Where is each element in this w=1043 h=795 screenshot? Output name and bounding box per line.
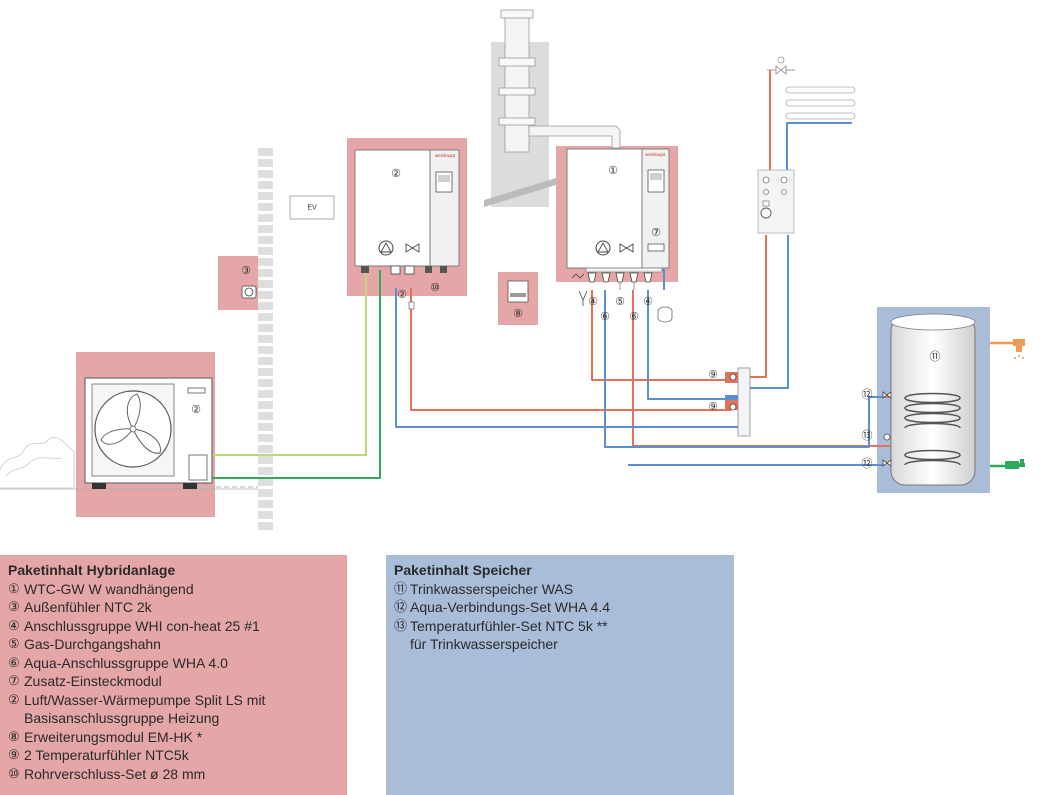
- callout-12-bottom: ⑫: [862, 457, 873, 470]
- legend-item-number: ⑧: [8, 728, 20, 744]
- legend-item-text: Anschlussgruppe WHI con-heat 25 #1: [24, 617, 260, 634]
- garden-shrub: [0, 436, 75, 489]
- callout-4-right: ④: [643, 296, 653, 308]
- pipes-lime: [207, 270, 367, 456]
- radiator: [767, 56, 856, 120]
- legend-hybrid-item: ⑨ 2 Temperaturfühler NTC5k: [8, 746, 339, 765]
- legend-item-number: ①: [8, 580, 20, 596]
- outdoor-heat-pump: [84, 377, 213, 489]
- boiler-brand-label: weishaupt: [645, 152, 666, 157]
- legend-item-number: ⑬: [394, 617, 408, 633]
- callout-6-right: ⑥: [629, 311, 639, 323]
- ev-label: EV: [307, 205, 317, 212]
- legend-item-number: ③: [8, 599, 20, 614]
- legend-item-number: ⑥: [8, 654, 20, 670]
- callout-12-top: ⑫: [862, 388, 873, 401]
- house-wall: [258, 148, 273, 530]
- ev-box: [289, 195, 335, 220]
- legend-item-text: für Trinkwasserspeicher: [410, 636, 558, 652]
- legend-item-text: Zusatz-Einsteckmodul: [24, 673, 162, 689]
- legend-item-number: ⑪: [394, 580, 408, 596]
- callout-1: ①: [608, 165, 618, 177]
- legend-item-text: Luft/Wasser-Wärmepumpe Split LS mit: [24, 691, 266, 708]
- indoor-unit: [354, 149, 460, 310]
- legend-item-number: ⑫: [394, 599, 408, 614]
- legend-item-text: Temperaturfühler-Set NTC 5k **: [410, 617, 608, 634]
- legend-storage-title: Paketinhalt Speicher: [394, 562, 532, 578]
- legend-item-text: 2 Temperaturfühler NTC5k: [24, 747, 189, 763]
- hybrid-system-diagram: weishaupt weishaupt EV: [0, 9, 1025, 530]
- legend-item-number: ⑦: [8, 673, 20, 688]
- callout-8: ⑧: [513, 308, 523, 320]
- legend-hybrid-item: ⑦ Zusatz-Einsteckmodul: [8, 672, 339, 691]
- callout-6-left: ⑥: [600, 311, 610, 323]
- legend-item-text: Gas-Durchgangshahn: [24, 636, 161, 652]
- gas-boiler: [566, 148, 670, 279]
- legend-item-number: ②: [8, 691, 20, 707]
- hydraulic-separator: [725, 367, 751, 437]
- legend-item-text: Aqua-Verbindungs-Set WHA 4.4: [410, 599, 611, 615]
- callout-2-indoor: ②: [391, 168, 401, 180]
- legend-item-text: Außenfühler NTC 2k: [24, 599, 152, 615]
- hot-water-tap-icon: [1013, 339, 1025, 359]
- legend-hybrid-item: Basisanschlussgruppe Heizung: [8, 709, 339, 728]
- callout-13: ⑬: [862, 429, 873, 442]
- outdoor-sensor: [241, 285, 257, 299]
- cold-water-tap-icon: [1005, 459, 1025, 469]
- dhw-storage-tank: [882, 313, 976, 486]
- legend-item-number: ⑩: [8, 765, 20, 781]
- pipes-grey: [619, 282, 635, 290]
- callout-9-top: ⑨: [708, 369, 718, 381]
- callout-9-bottom: ⑨: [708, 401, 718, 413]
- legend-item-text: Trinkwasserspeicher WAS: [410, 580, 574, 597]
- legend-item-text: Rohrverschluss-Set ø 28 mm: [24, 765, 206, 782]
- sensor-3-panel: [218, 256, 258, 310]
- indoor-brand-label: weishaupt: [435, 153, 456, 158]
- callout-10: ⑩: [430, 282, 440, 294]
- legend-item-text: Aqua-Anschlussgruppe WHA 4.0: [24, 654, 228, 671]
- callout-2-outdoor: ②: [191, 404, 201, 416]
- callout-11: ⑪: [930, 350, 941, 363]
- legend-hybrid-item: ⑤ Gas-Durchgangshahn: [8, 635, 339, 654]
- callout-2-conn: ②: [397, 289, 407, 301]
- legend-item-number: ④: [8, 617, 20, 633]
- callout-5: ⑤: [615, 296, 625, 308]
- legend-item-text: Basisanschlussgruppe Heizung: [24, 710, 220, 726]
- legend-hybrid-title: Paketinhalt Hybridanlage: [8, 562, 176, 578]
- legend-hybrid-item: ③ Außenfühler NTC 2k: [8, 598, 339, 617]
- callout-7: ⑦: [651, 227, 661, 239]
- callouts: ① ② ② ② ③ ④ ④ ⑤ ⑥ ⑥ ⑦ ⑧ ⑨ ⑨ ⑩ ⑪ ⑫ ⑫ ⑬: [191, 165, 940, 470]
- legend-storage-item: für Trinkwasserspeicher: [394, 635, 726, 654]
- legend-item-number: ⑤: [8, 636, 20, 651]
- legend-item-text: WTC-GW W wandhängend: [24, 580, 194, 597]
- extension-module: [507, 280, 529, 303]
- legend-item-text: Erweiterungsmodul EM-HK *: [24, 728, 203, 745]
- callout-4-left: ④: [588, 296, 598, 308]
- pipes-return: [395, 122, 885, 466]
- callout-3: ③: [241, 265, 251, 277]
- flue-chimney: [484, 9, 621, 207]
- boiler-fittings: [578, 272, 673, 323]
- legend-item-number: ⑨: [8, 747, 20, 762]
- heating-circuit-box: [757, 169, 795, 234]
